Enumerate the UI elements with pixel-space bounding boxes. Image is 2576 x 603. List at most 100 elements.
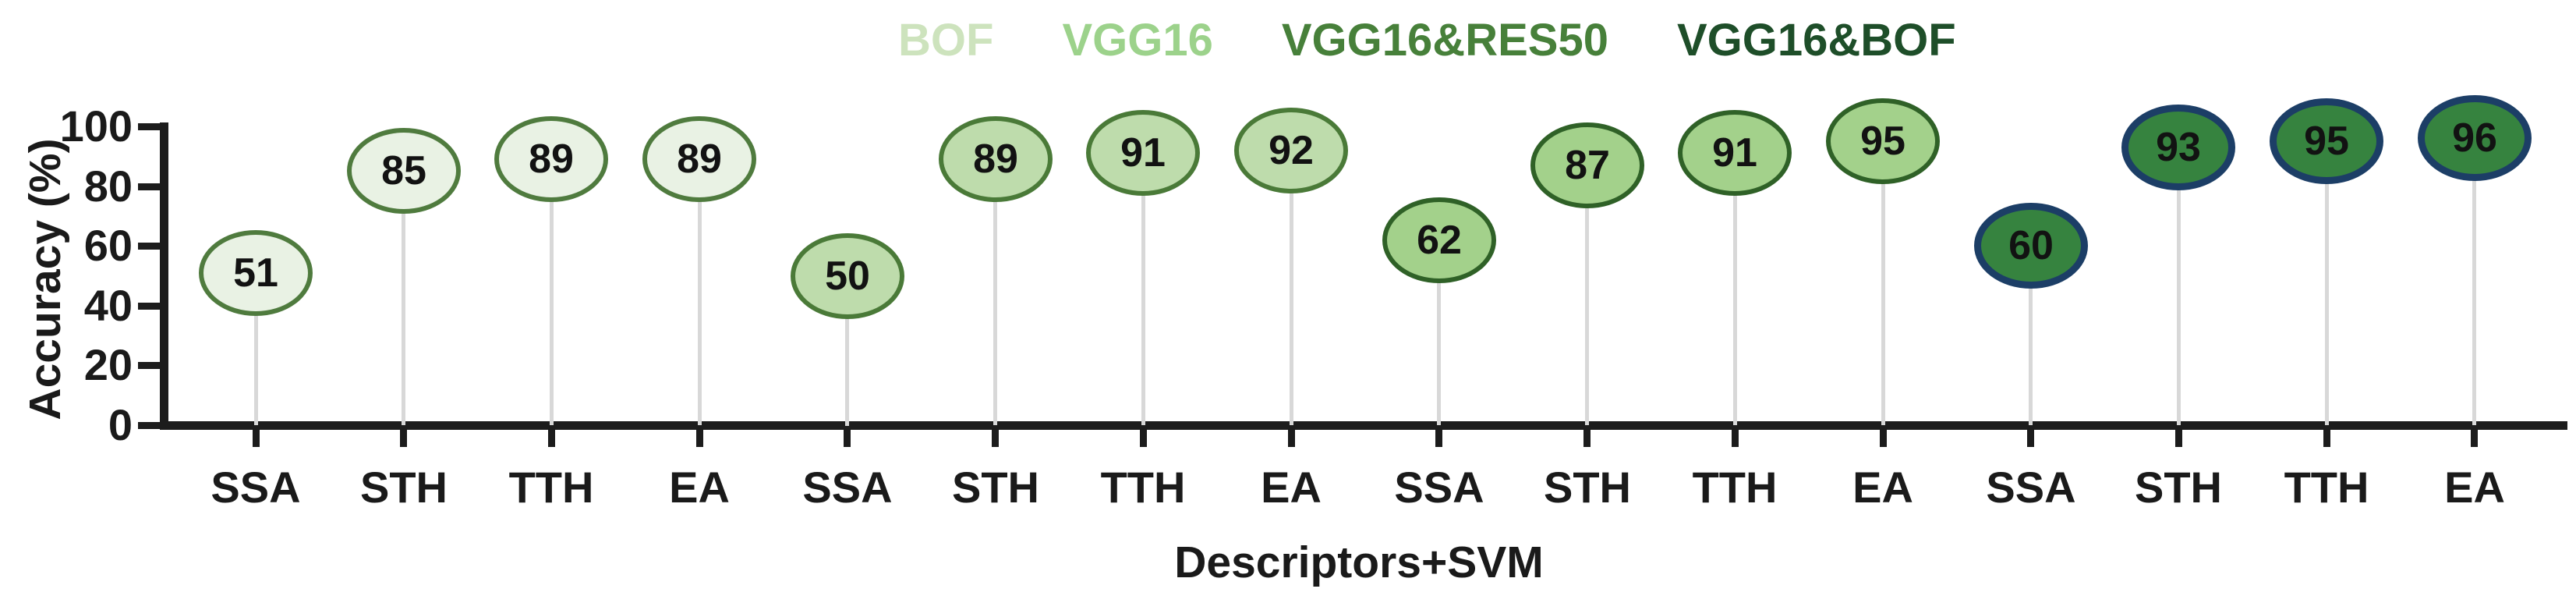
y-tick xyxy=(138,123,162,130)
x-tick-label: SSA xyxy=(1986,463,2076,512)
y-tick xyxy=(138,303,162,310)
bubble: 96 xyxy=(2418,95,2532,181)
x-tick-label: TTH xyxy=(2284,463,2369,512)
y-tick xyxy=(138,183,162,190)
bubble: 91 xyxy=(1678,110,1792,196)
bubble: 89 xyxy=(494,116,608,202)
legend-item: BOF xyxy=(898,15,994,66)
x-tick-label: SSA xyxy=(802,463,893,512)
chart-legend: BOF VGG16 VGG16&RES50 VGG16&BOF xyxy=(898,16,1956,66)
y-tick xyxy=(138,243,162,250)
bubble-value: 91 xyxy=(1712,130,1757,176)
bubble: 51 xyxy=(199,230,313,316)
bubble: 93 xyxy=(2121,105,2235,190)
stem xyxy=(1881,141,1885,425)
bubble: 50 xyxy=(791,233,904,319)
x-tick xyxy=(1880,430,1887,447)
x-tick xyxy=(1732,430,1739,447)
legend-item: VGG16&RES50 xyxy=(1281,15,1608,66)
x-tick-label: STH xyxy=(952,463,1039,512)
bubble-value: 85 xyxy=(381,148,426,193)
y-tick-label: 80 xyxy=(83,161,133,211)
bubble: 85 xyxy=(347,128,461,214)
stem xyxy=(1290,151,1293,425)
bubble-value: 89 xyxy=(973,137,1018,182)
x-tick xyxy=(1435,430,1442,447)
x-tick-label: SSA xyxy=(211,463,301,512)
x-tick xyxy=(2471,430,2478,447)
bubble-value: 89 xyxy=(677,137,722,182)
bubble: 62 xyxy=(1382,197,1496,283)
bubble: 89 xyxy=(939,116,1053,202)
bubble-value: 93 xyxy=(2156,125,2201,170)
stem xyxy=(402,171,405,425)
bubble-value: 87 xyxy=(1565,143,1610,188)
x-tick xyxy=(844,430,851,447)
x-tick xyxy=(253,430,260,447)
x-tick-label: EA xyxy=(1261,463,1322,512)
bubble: 89 xyxy=(642,116,756,202)
stem xyxy=(845,276,849,426)
bubble: 92 xyxy=(1234,108,1348,193)
y-axis-line xyxy=(160,122,168,430)
bubble: 87 xyxy=(1530,122,1644,208)
legend-item: VGG16&BOF xyxy=(1676,15,1956,66)
stem xyxy=(1733,153,1737,425)
stem xyxy=(2472,138,2476,425)
legend-item: VGG16 xyxy=(1062,15,1213,66)
x-tick-label: TTH xyxy=(1692,463,1778,512)
y-tick-label: 40 xyxy=(83,281,133,330)
x-tick-label: STH xyxy=(1544,463,1631,512)
x-tick xyxy=(1140,430,1147,447)
y-tick-label: 100 xyxy=(59,101,133,151)
bubble-value: 51 xyxy=(233,250,278,296)
x-axis-title: Descriptors+SVM xyxy=(1174,537,1544,587)
bubble-value: 62 xyxy=(1417,218,1462,263)
bubble: 91 xyxy=(1086,110,1200,196)
bubble: 95 xyxy=(1826,98,1940,184)
bubble-value: 96 xyxy=(2452,115,2497,161)
stem xyxy=(254,273,258,425)
bubble-value: 50 xyxy=(825,254,870,299)
stem xyxy=(993,159,997,425)
x-tick-label: STH xyxy=(360,463,448,512)
x-tick-label: SSA xyxy=(1394,463,1484,512)
x-axis-line xyxy=(160,421,2567,430)
bubble-value: 92 xyxy=(1269,128,1314,173)
x-tick xyxy=(400,430,407,447)
y-tick-label: 60 xyxy=(83,221,133,270)
x-tick xyxy=(2175,430,2182,447)
stem xyxy=(1585,165,1589,425)
stem xyxy=(698,159,702,425)
x-tick-label: STH xyxy=(2135,463,2222,512)
x-tick-label: EA xyxy=(1852,463,1913,512)
stem xyxy=(2177,147,2181,425)
x-tick xyxy=(696,430,703,447)
y-tick xyxy=(138,362,162,369)
stem xyxy=(2325,141,2329,425)
x-tick-label: EA xyxy=(669,463,730,512)
x-tick xyxy=(2027,430,2034,447)
x-tick xyxy=(1288,430,1295,447)
stem xyxy=(550,159,554,425)
x-tick xyxy=(992,430,999,447)
bubble-value: 89 xyxy=(529,137,574,182)
bubble: 60 xyxy=(1974,203,2088,289)
x-tick-label: TTH xyxy=(508,463,594,512)
bubble: 95 xyxy=(2270,98,2383,184)
x-tick-label: EA xyxy=(2444,463,2505,512)
x-tick xyxy=(2323,430,2330,447)
bubble-value: 91 xyxy=(1120,130,1166,176)
x-tick xyxy=(1583,430,1591,447)
stem xyxy=(2029,246,2033,425)
stem xyxy=(1141,153,1145,425)
y-tick-label: 20 xyxy=(83,340,133,389)
bubble-value: 95 xyxy=(1860,119,1905,164)
y-tick-label: 0 xyxy=(108,400,133,449)
x-tick-label: TTH xyxy=(1100,463,1186,512)
stem xyxy=(1437,240,1441,425)
bubble-value: 95 xyxy=(2304,119,2349,164)
bubble-value: 60 xyxy=(2008,223,2054,268)
x-tick xyxy=(548,430,555,447)
